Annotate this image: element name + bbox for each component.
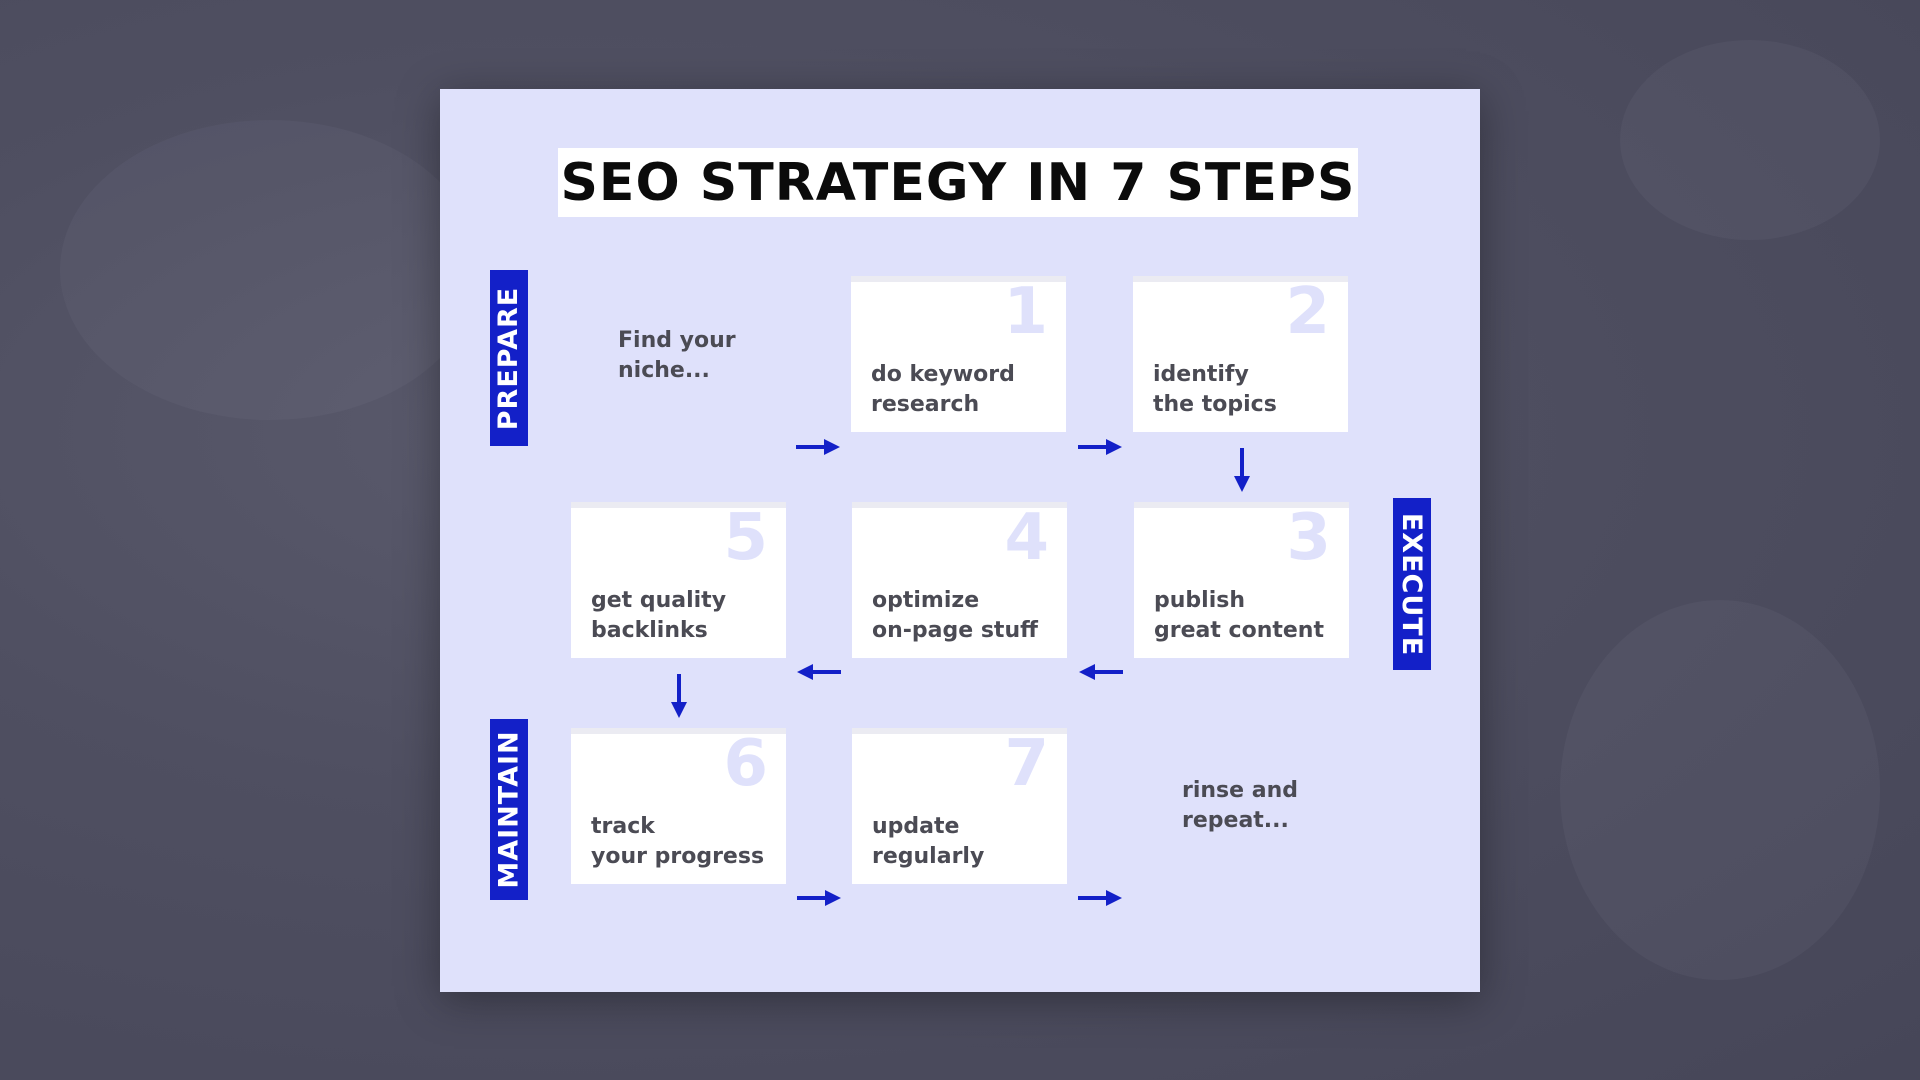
step-number: 2: [1285, 275, 1330, 349]
step-box-3: 3 publish great content: [1134, 501, 1349, 658]
arrow-right-icon: [796, 439, 840, 455]
background-texture: [60, 120, 480, 420]
phase-execute: EXECUTE: [1393, 498, 1431, 670]
step-number: 1: [1003, 275, 1048, 349]
step-number: 7: [1004, 727, 1049, 801]
step-label: track your progress: [591, 814, 765, 869]
step-label: update regularly: [872, 814, 985, 869]
phase-execute-label: EXECUTE: [1396, 512, 1428, 656]
step-number: 4: [1004, 501, 1049, 575]
arrow-right-icon: [797, 890, 841, 906]
step-box-1: 1 do keyword research: [851, 275, 1066, 432]
step-box-7: 7 update regularly: [852, 727, 1067, 884]
step-label: publish great content: [1154, 588, 1324, 643]
step-number: 3: [1286, 501, 1331, 575]
step-box-5: 5 get quality backlinks: [571, 501, 786, 658]
outro-text: rinse and repeat...: [1182, 778, 1298, 833]
step-label: optimize on-page stuff: [872, 588, 1038, 643]
phase-maintain-label: MAINTAIN: [493, 730, 525, 889]
step-box-6: 6 track your progress: [571, 727, 786, 884]
step-number: 5: [723, 501, 768, 575]
background-texture: [1620, 40, 1880, 240]
phase-prepare: PREPARE: [490, 270, 528, 446]
step-label: identify the topics: [1153, 362, 1277, 417]
background-texture: [1560, 600, 1880, 980]
step-box-4: 4 optimize on-page stuff: [852, 501, 1067, 658]
title-box: SEO STRATEGY IN 7 STEPS: [558, 148, 1358, 217]
page-title: SEO STRATEGY IN 7 STEPS: [560, 152, 1356, 213]
phase-maintain: MAINTAIN: [490, 719, 528, 900]
arrow-down-icon: [671, 674, 687, 718]
arrow-down-icon: [1234, 448, 1250, 492]
step-box-2: 2 identify the topics: [1133, 275, 1348, 432]
step-number: 6: [723, 727, 768, 801]
step-label: get quality backlinks: [591, 588, 727, 643]
arrow-right-icon: [1078, 439, 1122, 455]
arrow-left-icon: [1079, 664, 1123, 680]
phase-prepare-label: PREPARE: [493, 286, 525, 430]
intro-text: Find your niche...: [618, 328, 736, 383]
arrow-right-icon: [1078, 890, 1122, 906]
infographic-card: SEO STRATEGY IN 7 STEPS PREPARE EXECUTE …: [440, 89, 1480, 992]
arrow-left-icon: [797, 664, 841, 680]
step-label: do keyword research: [871, 362, 1015, 417]
